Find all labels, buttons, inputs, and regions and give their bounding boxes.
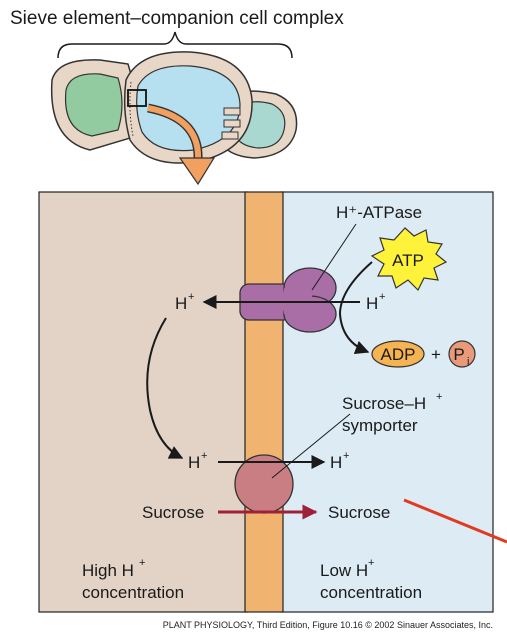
high-h-compartment	[38, 191, 248, 613]
plasma-membrane	[244, 191, 284, 613]
h-left-top-sup: +	[188, 291, 194, 303]
adp-oval	[371, 340, 425, 368]
zoom-box	[127, 89, 147, 107]
symporter-leader	[271, 413, 351, 479]
h-right-mid-sup: +	[343, 450, 349, 462]
atp-hydrolysis-arrow	[338, 261, 373, 355]
pi-circle	[448, 340, 476, 368]
pi-subscript: i	[467, 356, 469, 368]
symporter-label-line1: Sucrose–H	[342, 394, 426, 413]
sieve-element	[136, 65, 241, 152]
zoom-callout-arrow	[147, 103, 216, 186]
pointer-line	[403, 498, 507, 544]
symporter-label-sup: +	[436, 391, 442, 403]
sucrose-left-label: Sucrose	[142, 503, 204, 522]
low-h-label-sup: +	[368, 557, 374, 569]
sucrose-symporter-protein	[234, 454, 294, 514]
adp-pi-products: ADP + P i	[371, 340, 476, 368]
h-right-top: H	[366, 294, 378, 313]
h-left-mid: H	[188, 453, 200, 472]
figure-credit: PLANT PHYSIOLOGY, Third Edition, Figure …	[163, 620, 493, 630]
low-h-label-line2: concentration	[320, 583, 422, 602]
complex-bracket	[57, 31, 293, 59]
atp-label: ATP	[392, 251, 424, 270]
h-atpase-leader	[311, 223, 357, 291]
high-h-label-line1: High H	[82, 561, 134, 580]
h-right-top-sup: +	[379, 291, 385, 303]
adp-label: ADP	[381, 345, 416, 364]
symporter-label-line2: symporter	[342, 416, 418, 435]
high-h-label-line2: concentration	[82, 583, 184, 602]
companion-cell	[64, 73, 123, 137]
cell-complex-illustration	[50, 51, 298, 164]
h-right-mid: H	[330, 453, 342, 472]
h-atpase-label: H⁺-ATPase	[336, 203, 422, 222]
low-h-label-line1: Low H	[320, 561, 368, 580]
plus-sign: +	[431, 345, 441, 364]
pi-label: P	[453, 345, 464, 364]
figure-title: Sieve element–companion cell complex	[10, 8, 344, 29]
sucrose-right-label: Sucrose	[328, 503, 390, 522]
h-left-mid-sup: +	[201, 450, 207, 462]
atp-burst: ATP	[370, 227, 448, 292]
high-h-label-sup: +	[139, 557, 145, 569]
h-return-arrow	[146, 317, 184, 459]
h-left-top: H	[175, 294, 187, 313]
